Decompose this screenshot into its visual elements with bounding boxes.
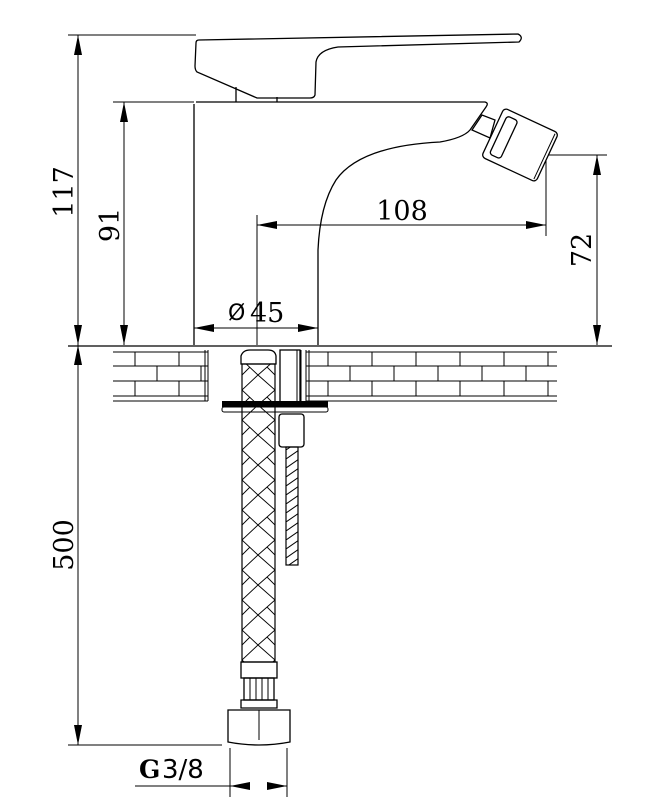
dim-base-diameter: 45 (250, 298, 284, 329)
thread-letter: G (139, 755, 160, 784)
brick-wall (113, 350, 557, 402)
diameter-symbol: Ø (228, 301, 245, 326)
lever-handle (194, 33, 522, 102)
dimension-lines (68, 34, 607, 797)
dim-body-height: 91 (95, 208, 126, 242)
countertop (68, 345, 612, 402)
dim-spout-reach: 108 (376, 196, 428, 227)
faucet-body (193, 101, 488, 345)
dim-hose-length: 500 (49, 519, 80, 571)
supply-pipe (278, 349, 305, 566)
dim-spout-height: 72 (567, 233, 598, 267)
braided-hose (240, 349, 277, 663)
hose-fitting (227, 661, 291, 746)
bidet-aerator (471, 108, 558, 182)
thread-size: 3/8 (162, 755, 204, 785)
dim-total-height: 117 (49, 166, 80, 218)
